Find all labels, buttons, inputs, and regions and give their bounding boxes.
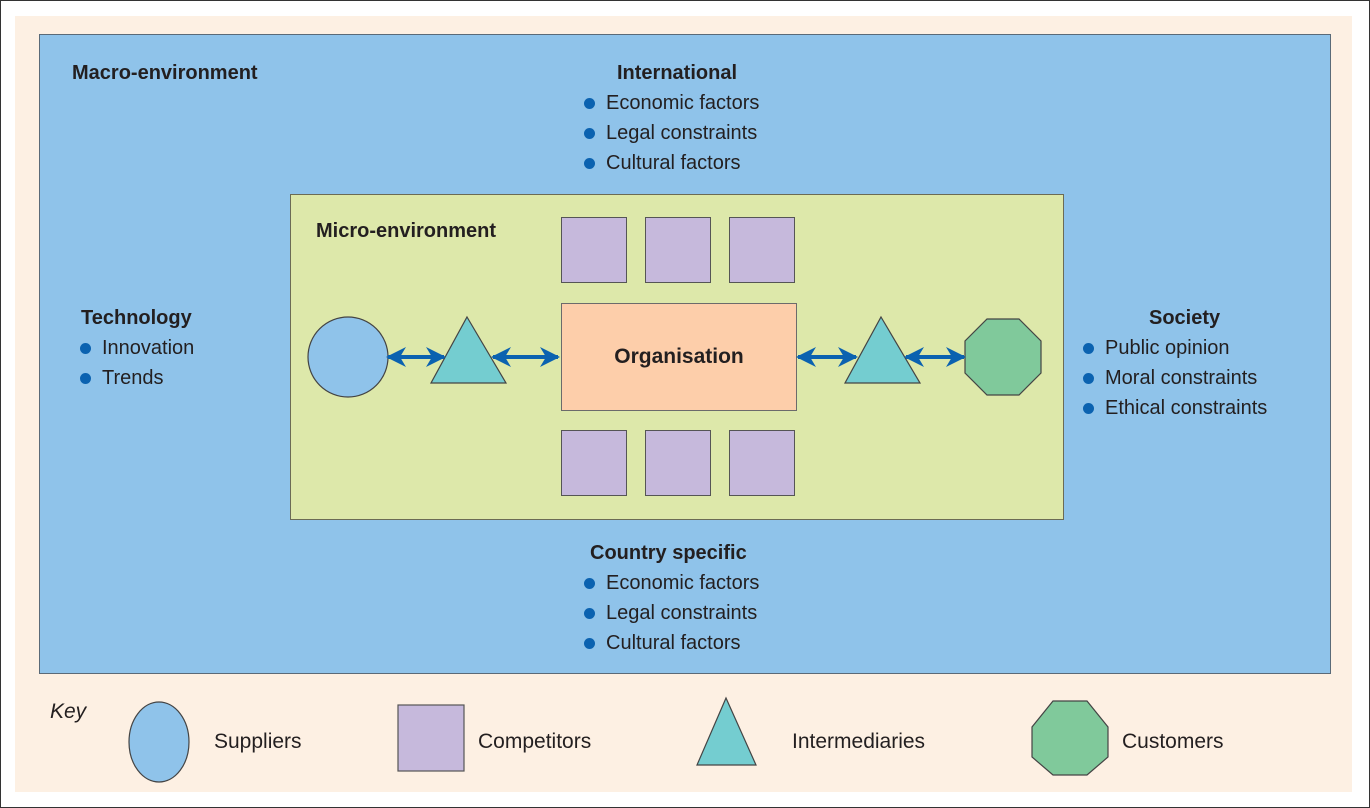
bullet-icon	[584, 577, 595, 589]
country-specific-list: Economic factors Legal constraints Cultu…	[584, 568, 759, 658]
key-label-intermediaries: Intermediaries	[792, 730, 926, 753]
bullet-icon	[80, 342, 91, 354]
international-list: Economic factors Legal constraints Cultu…	[584, 88, 759, 178]
country-specific-title: Country specific	[590, 542, 747, 564]
society-list: Public opinion Moral constraints Ethical…	[1083, 333, 1267, 423]
competitor-square-icon	[645, 430, 711, 496]
organisation-box: Organisation	[561, 303, 797, 411]
competitor-square-icon	[561, 430, 627, 496]
bullet-icon	[1083, 342, 1094, 354]
key-customer-octagon-icon	[1031, 700, 1109, 776]
international-item: Cultural factors	[584, 148, 759, 178]
technology-item: Innovation	[80, 333, 194, 363]
country-specific-item: Cultural factors	[584, 628, 759, 658]
customer-octagon-icon	[964, 318, 1042, 396]
key-label-competitors: Competitors	[478, 730, 592, 753]
bullet-icon	[584, 127, 595, 139]
key-title: Key	[50, 700, 87, 723]
supplier-circle-icon	[307, 316, 389, 398]
organisation-label: Organisation	[614, 345, 744, 368]
international-item: Economic factors	[584, 88, 759, 118]
country-specific-item: Economic factors	[584, 568, 759, 598]
technology-title: Technology	[81, 307, 192, 329]
international-title: International	[617, 62, 738, 84]
competitor-square-icon	[561, 217, 627, 283]
bullet-icon	[584, 607, 595, 619]
bullet-icon	[584, 97, 595, 109]
bullet-icon	[584, 637, 595, 649]
key-competitor-square-icon	[397, 704, 465, 772]
international-item: Legal constraints	[584, 118, 759, 148]
macro-environment-title: Macro-environment	[72, 62, 258, 84]
key-supplier-circle-icon	[128, 701, 190, 783]
key-label-customers: Customers	[1122, 730, 1224, 753]
competitor-square-icon	[729, 217, 795, 283]
key-intermediary-triangle-icon	[696, 696, 757, 766]
bullet-icon	[80, 372, 91, 384]
bullet-icon	[1083, 402, 1094, 414]
society-item: Moral constraints	[1083, 363, 1267, 393]
society-title: Society	[1149, 307, 1221, 329]
technology-list: Innovation Trends	[80, 333, 194, 393]
bullet-icon	[1083, 372, 1094, 384]
intermediary-triangle-icon	[843, 315, 922, 384]
intermediary-triangle-icon	[429, 315, 508, 384]
micro-environment-title: Micro-environment	[316, 220, 497, 242]
key-label-suppliers: Suppliers	[214, 730, 302, 753]
competitor-square-icon	[729, 430, 795, 496]
society-item: Public opinion	[1083, 333, 1267, 363]
country-specific-item: Legal constraints	[584, 598, 759, 628]
bullet-icon	[584, 157, 595, 169]
society-item: Ethical constraints	[1083, 393, 1267, 423]
technology-item: Trends	[80, 363, 194, 393]
competitor-square-icon	[645, 217, 711, 283]
